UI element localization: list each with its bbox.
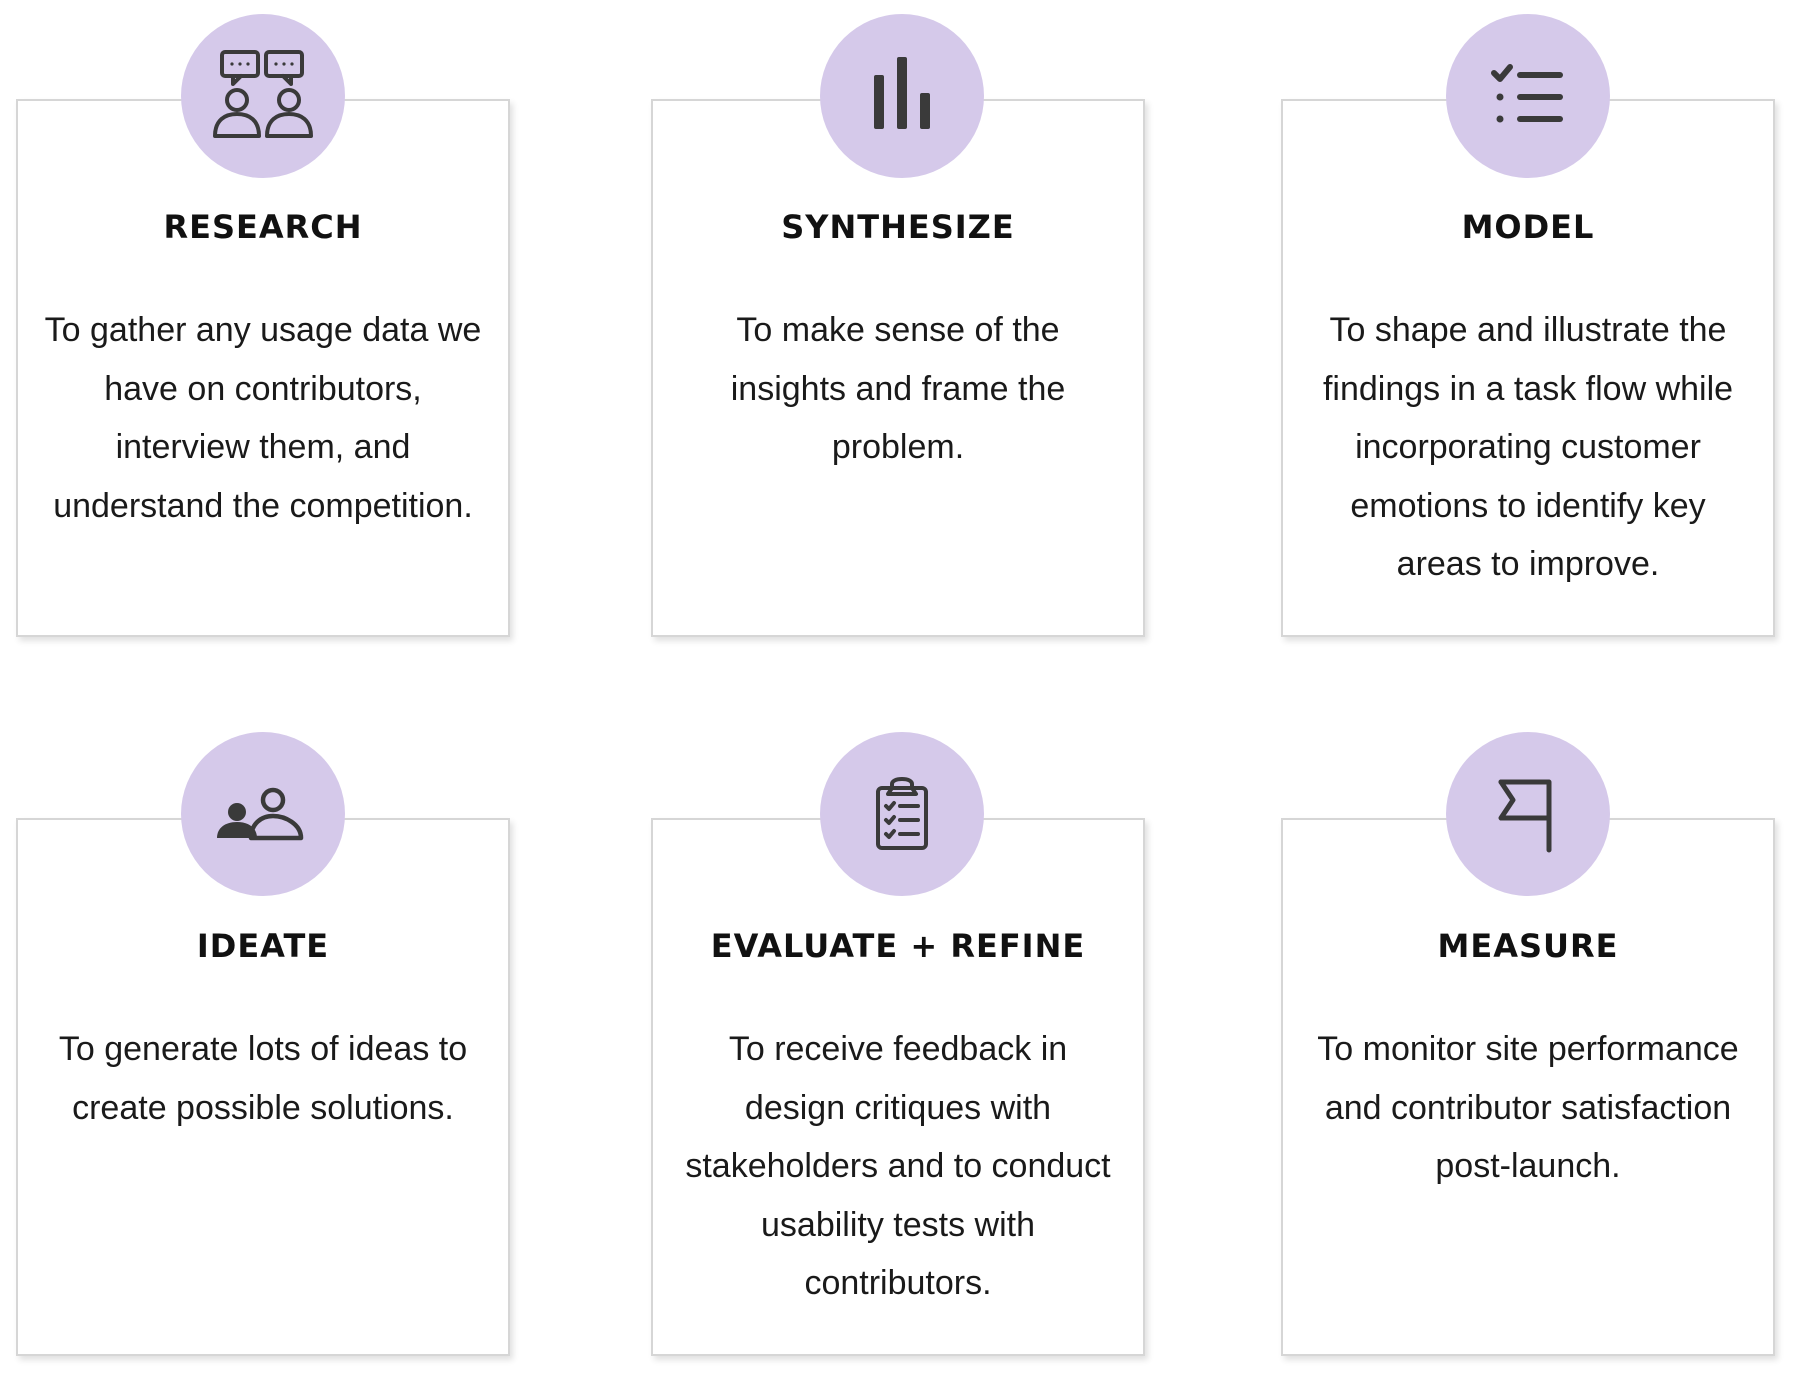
card-title: RESEARCH <box>163 208 363 246</box>
card-title: MEASURE <box>1437 927 1619 965</box>
checklist-icon <box>1446 14 1610 178</box>
people-icon <box>181 732 345 896</box>
clipboard-icon <box>820 732 984 896</box>
card-description: To receive feedback in design critiques … <box>685 1030 1111 1302</box>
card-title: SYNTHESIZE <box>781 208 1015 246</box>
card-description: To make sense of the insights and frame … <box>730 311 1066 466</box>
card-model: MODEL To shape and illustrate the findin… <box>1281 99 1775 637</box>
card-description: To gather any usage data we have on cont… <box>44 311 482 525</box>
card-title: IDEATE <box>196 927 330 965</box>
card-synthesize: SYNTHESIZE To make sense of the insights… <box>651 99 1145 637</box>
interview-icon <box>181 14 345 178</box>
card-description: To monitor site performance and contribu… <box>1317 1030 1739 1185</box>
card-title: EVALUATE + REFINE <box>710 927 1086 965</box>
card-research: RESEARCH To gather any usage data we hav… <box>16 99 510 637</box>
card-description: To shape and illustrate the findings in … <box>1322 311 1734 583</box>
card-measure: MEASURE To monitor site performance and … <box>1281 818 1775 1356</box>
flag-icon <box>1446 732 1610 896</box>
card-title: MODEL <box>1461 208 1595 246</box>
card-description: To generate lots of ideas to create poss… <box>58 1030 468 1127</box>
card-evaluate-refine: EVALUATE + REFINE To receive feedback in… <box>651 818 1145 1356</box>
bar-chart-icon <box>820 14 984 178</box>
card-ideate: IDEATE To generate lots of ideas to crea… <box>16 818 510 1356</box>
